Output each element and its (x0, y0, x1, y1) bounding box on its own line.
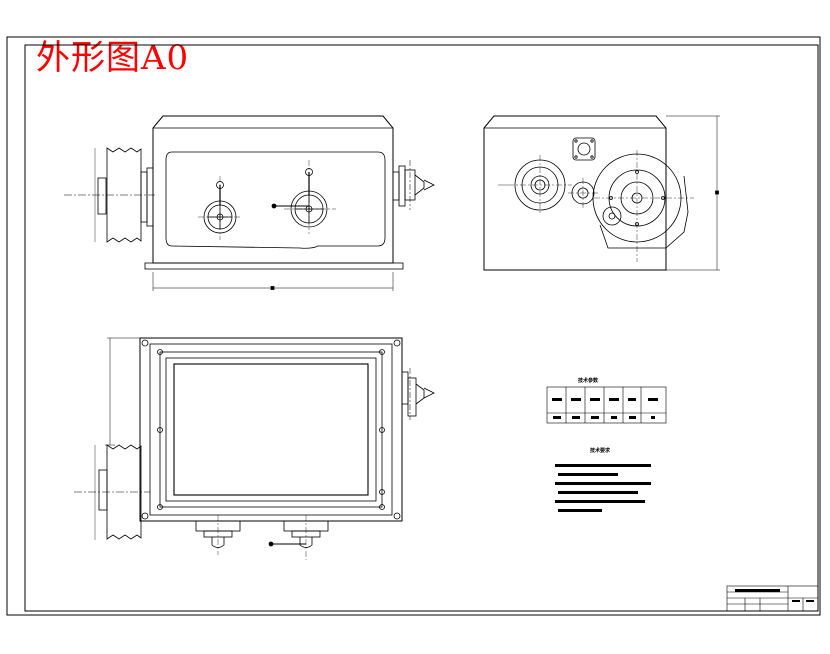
inner-border (24, 44, 819, 612)
parameter-table: 技术参数 (546, 377, 667, 424)
technical-requirements: 技术要求 (555, 447, 651, 512)
svg-text:技术参数: 技术参数 (578, 377, 599, 384)
side-view (483, 115, 720, 271)
front-view (64, 115, 435, 291)
top-view (74, 337, 435, 560)
outer-border (6, 36, 821, 616)
svg-text:技术要求: 技术要求 (590, 447, 611, 454)
title-block (726, 585, 819, 612)
